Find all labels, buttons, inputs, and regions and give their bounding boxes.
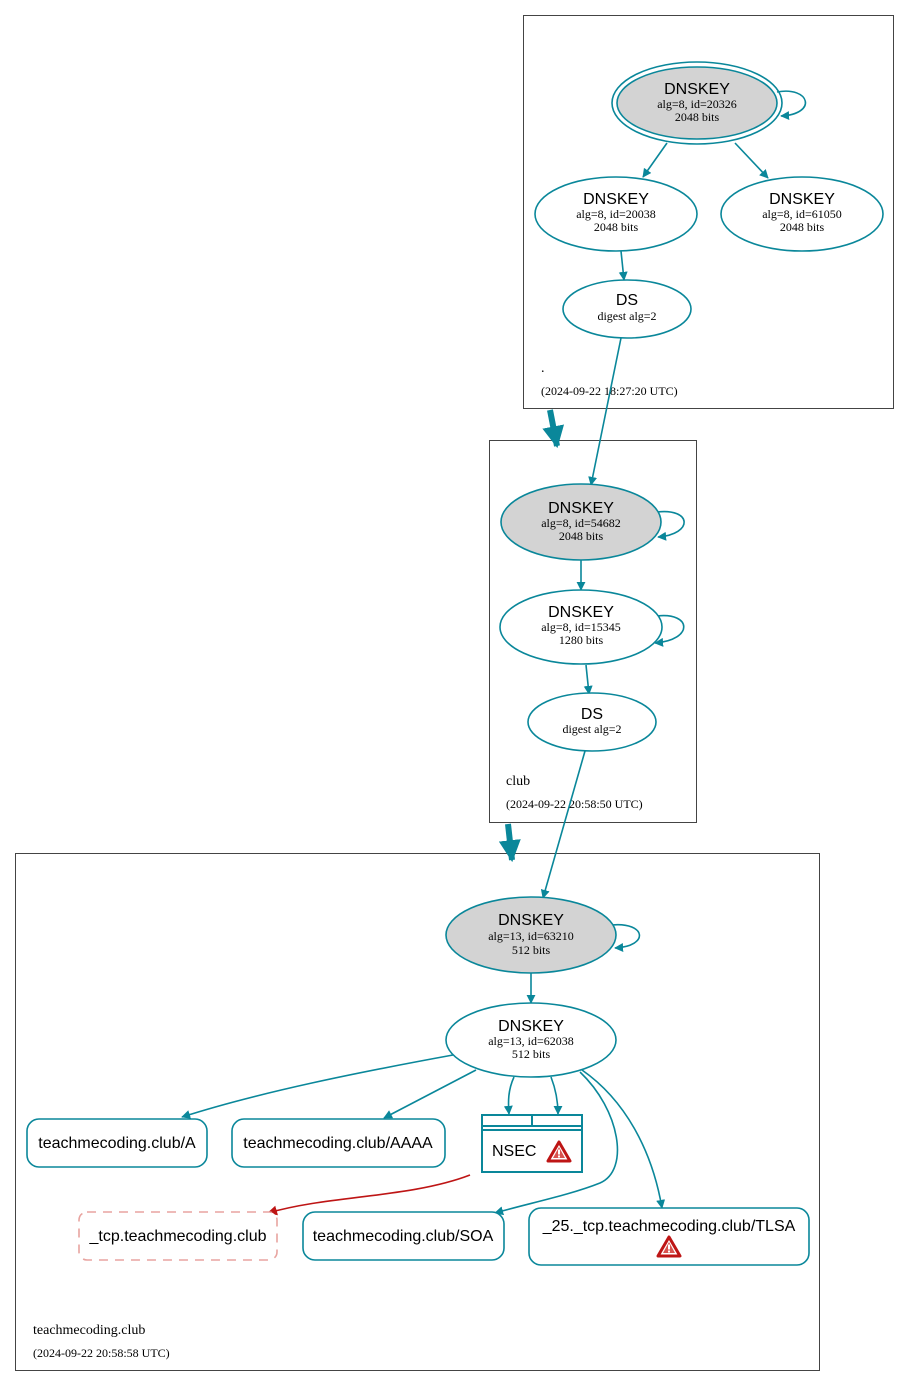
node-club-ksk-line1: alg=8, id=54682: [541, 516, 621, 530]
record-a-label: teachmecoding.club/A: [38, 1135, 196, 1152]
zone-root-box: [523, 15, 894, 409]
edge-club-zsk-self: [654, 614, 685, 647]
node-tmc-ksk-line1: alg=13, id=63210: [488, 929, 574, 943]
node-club-ds[interactable]: DS digest alg=2: [527, 692, 657, 752]
node-root-zsk2-title: DNSKEY: [769, 191, 835, 208]
node-root-zsk1-title: DNSKEY: [583, 191, 649, 208]
zone-club-name: club: [506, 774, 530, 789]
edge-root-ksk-self: [776, 90, 807, 121]
edge-root-zsk1-ds: [618, 250, 628, 281]
node-root-zsk2[interactable]: DNSKEY alg=8, id=61050 2048 bits: [720, 176, 884, 252]
node-root-ds-title: DS: [616, 292, 638, 309]
node-club-ksk-line2: 2048 bits: [559, 529, 604, 543]
zone-domain-timestamp: (2024-09-22 20:58:58 UTC): [33, 1346, 170, 1360]
edge-club-ksk-self: [656, 510, 685, 541]
node-root-zsk1-line2: 2048 bits: [594, 220, 639, 234]
node-root-zsk1-line1: alg=8, id=20038: [576, 207, 656, 221]
node-tmc-zsk-title: DNSKEY: [498, 1018, 564, 1035]
node-tmc-ksk-line2: 512 bits: [512, 943, 551, 957]
edge-tmc-zsk-a: [181, 1054, 454, 1119]
node-root-ksk[interactable]: DNSKEY alg=8, id=20326 2048 bits: [611, 61, 783, 145]
edge-tmc-ksk-self: [611, 924, 641, 953]
record-aaaa-label: teachmecoding.club/AAAA: [243, 1135, 433, 1152]
node-root-zsk2-line1: alg=8, id=61050: [762, 207, 842, 221]
node-club-ds-line1: digest alg=2: [562, 722, 621, 736]
edge-tmc-zsk-tlsa: [581, 1069, 666, 1209]
edge-nsec-tcp: [267, 1174, 471, 1216]
edge-tmc-zsk-nsec1: [503, 1076, 515, 1115]
node-tmc-ksk[interactable]: DNSKEY alg=13, id=63210 512 bits: [445, 896, 617, 974]
edge-club-ds-tmc-ksk: [540, 750, 586, 899]
node-tmc-zsk[interactable]: DNSKEY alg=13, id=62038 512 bits: [445, 1002, 617, 1078]
edge-tmc-zsk-soa: [494, 1071, 619, 1216]
record-tcp-nonexistent[interactable]: _tcp.teachmecoding.club: [78, 1211, 278, 1261]
record-tcp-label: _tcp.teachmecoding.club: [89, 1228, 267, 1245]
zone-root-timestamp: (2024-09-22 18:27:20 UTC): [541, 384, 678, 398]
edge-root-ksk-zsk2: [734, 142, 769, 179]
node-tmc-ksk-title: DNSKEY: [498, 912, 564, 929]
record-aaaa[interactable]: teachmecoding.club/AAAA: [231, 1118, 446, 1168]
zone-root-name: .: [541, 361, 545, 376]
node-root-zsk2-line2: 2048 bits: [780, 220, 825, 234]
record-soa-label: teachmecoding.club/SOA: [313, 1228, 494, 1245]
zone-club-box: [489, 440, 697, 823]
zone-domain-box: [15, 853, 820, 1371]
node-club-ksk[interactable]: DNSKEY alg=8, id=54682 2048 bits: [500, 483, 662, 561]
edge-tmc-zsk-nsec2: [550, 1076, 563, 1115]
node-club-ds-title: DS: [581, 706, 603, 723]
delegation-club-domain: [498, 823, 521, 863]
record-nsec-label: NSEC: [492, 1143, 536, 1160]
node-tmc-zsk-line1: alg=13, id=62038: [488, 1034, 574, 1048]
record-soa[interactable]: teachmecoding.club/SOA: [302, 1211, 505, 1261]
node-root-ksk-line2: 2048 bits: [675, 110, 720, 124]
zone-club-timestamp: (2024-09-22 20:58:50 UTC): [506, 797, 643, 811]
node-root-ds-line1: digest alg=2: [597, 309, 656, 323]
node-club-zsk[interactable]: DNSKEY alg=8, id=15345 1280 bits: [499, 589, 663, 665]
record-a[interactable]: teachmecoding.club/A: [26, 1118, 208, 1168]
delegation-root-club: [542, 409, 565, 449]
node-tmc-zsk-line2: 512 bits: [512, 1047, 551, 1061]
node-club-ksk-title: DNSKEY: [548, 500, 614, 517]
edge-root-ksk-zsk1: [642, 142, 668, 178]
node-root-ksk-title: DNSKEY: [664, 81, 730, 98]
record-nsec[interactable]: NSEC: [481, 1114, 583, 1173]
record-tlsa-label: _25._tcp.teachmecoding.club/TLSA: [542, 1218, 796, 1235]
edge-club-zsk-ds: [583, 664, 593, 695]
node-root-ds[interactable]: DS digest alg=2: [562, 279, 692, 339]
node-club-zsk-line1: alg=8, id=15345: [541, 620, 621, 634]
record-tlsa[interactable]: _25._tcp.teachmecoding.club/TLSA: [528, 1207, 810, 1266]
node-root-zsk1[interactable]: DNSKEY alg=8, id=20038 2048 bits: [534, 176, 698, 252]
edge-root-ds-club-ksk: [588, 337, 622, 486]
node-club-zsk-title: DNSKEY: [548, 604, 614, 621]
edge-tmc-zsk-aaaa: [383, 1069, 477, 1119]
node-club-zsk-line2: 1280 bits: [559, 633, 604, 647]
node-root-ksk-line1: alg=8, id=20326: [657, 97, 737, 111]
zone-domain-name: teachmecoding.club: [33, 1323, 145, 1338]
